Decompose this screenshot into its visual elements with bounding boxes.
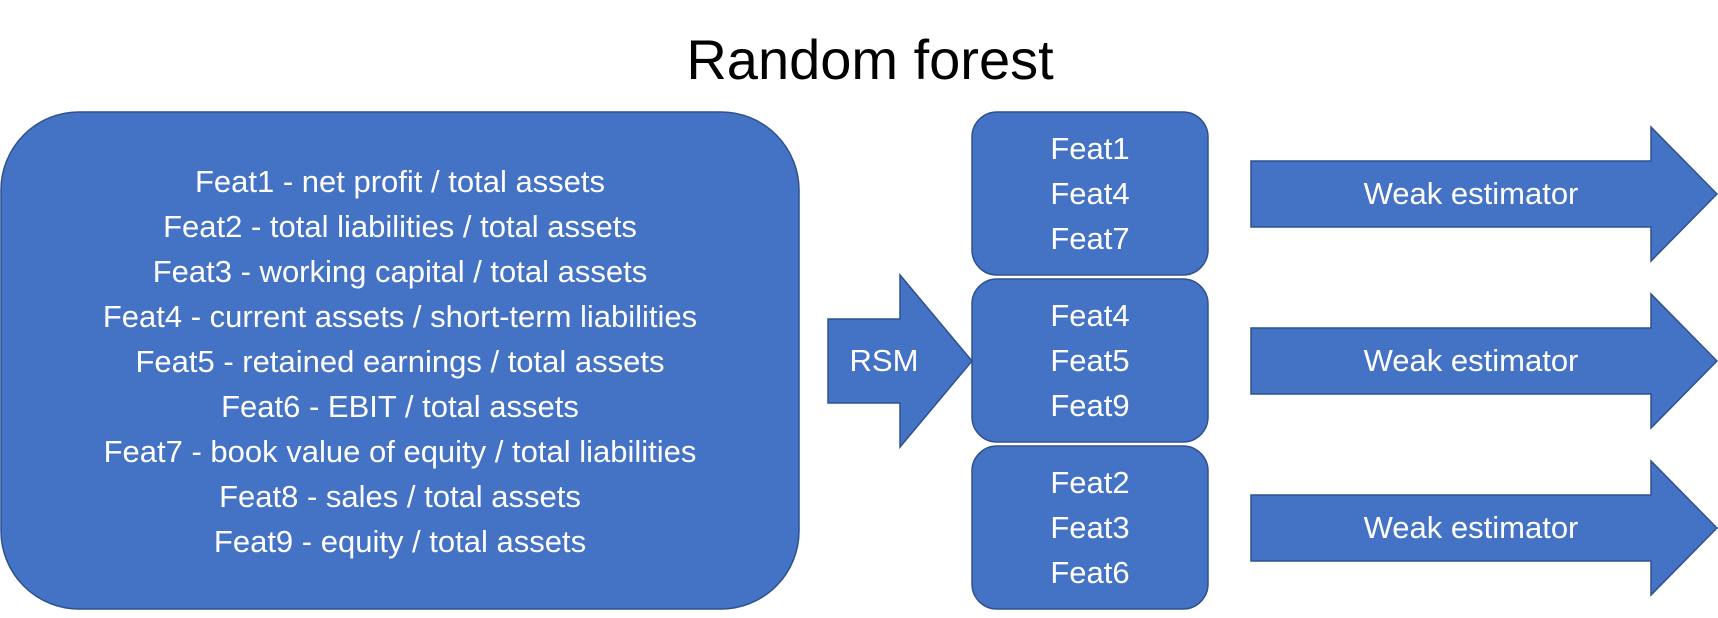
feature-line-2: Feat2 - total liabilities / total assets <box>163 208 637 244</box>
feature-subset-2: Feat4 Feat5 Feat9 <box>972 279 1208 442</box>
weak-estimator-label-1: Weak estimator <box>1363 176 1579 211</box>
rsm-arrow <box>827 272 973 450</box>
subset-3-item-3: Feat6 <box>1050 555 1130 590</box>
weak-estimator-arrow-3 <box>1250 459 1718 597</box>
feature-subset-box-2 <box>971 278 1209 443</box>
weak-estimator-label-3: Weak estimator <box>1363 510 1579 545</box>
diagram-title: Random forest <box>686 28 1054 91</box>
subset-1-item-2: Feat4 <box>1050 176 1130 211</box>
rsm-label: RSM <box>849 343 919 378</box>
feature-list-box <box>0 111 800 610</box>
subset-1-item-3: Feat7 <box>1050 221 1130 256</box>
feature-subset-box-1 <box>971 111 1209 276</box>
feature-line-1: Feat1 - net profit / total assets <box>194 163 606 199</box>
feature-subset-3: Feat2 Feat3 Feat6 <box>972 446 1208 609</box>
feature-line-6: Feat6 - EBIT / total assets <box>221 388 579 424</box>
weak-estimator-label-2: Weak estimator <box>1363 343 1579 378</box>
subset-2-item-1: Feat4 <box>1050 298 1130 333</box>
feature-line-7: Feat7 - book value of equity / total lia… <box>103 433 697 469</box>
subset-3-item-2: Feat3 <box>1050 510 1130 545</box>
subset-2-item-3: Feat9 <box>1050 388 1130 423</box>
subset-2-item-2: Feat5 <box>1050 343 1130 378</box>
feature-line-5: Feat5 - retained earnings / total assets <box>135 343 665 379</box>
weak-estimator-arrow-2 <box>1250 292 1718 430</box>
feature-line-9: Feat9 - equity / total assets <box>213 523 587 559</box>
feature-subset-box-3 <box>971 445 1209 610</box>
subset-3-item-1: Feat2 <box>1050 465 1130 500</box>
feature-subset-1: Feat1 Feat4 Feat7 <box>972 112 1208 275</box>
feature-list: Feat1 - net profit / total assets Feat2 … <box>0 112 800 610</box>
subset-1-item-1: Feat1 <box>1050 131 1130 166</box>
weak-estimator-arrow-1 <box>1250 125 1718 263</box>
feature-line-8: Feat8 - sales / total assets <box>219 478 581 514</box>
feature-line-3: Feat3 - working capital / total assets <box>152 253 648 289</box>
feature-line-4: Feat4 - current assets / short-term liab… <box>102 298 698 334</box>
